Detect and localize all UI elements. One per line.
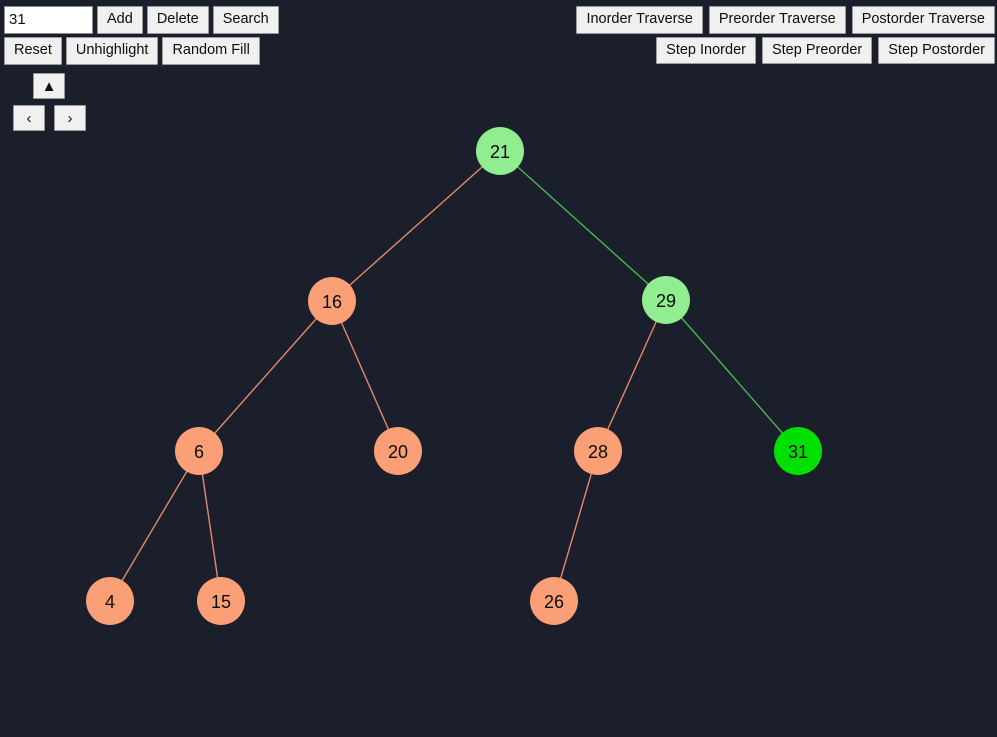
tree-edge bbox=[597, 299, 667, 452]
tree-node[interactable]: 29 bbox=[642, 276, 690, 324]
traversal-toolbar: Inorder Traverse Preorder Traverse Posto… bbox=[576, 6, 995, 64]
navigation-pad: ▲ ‹ › bbox=[4, 73, 96, 135]
search-button[interactable]: Search bbox=[212, 6, 279, 34]
random-fill-button[interactable]: Random Fill bbox=[162, 37, 260, 65]
tree-node[interactable]: 4 bbox=[86, 577, 134, 625]
add-button[interactable]: Add bbox=[97, 6, 143, 34]
toolbar-row-primary: Add Delete Search bbox=[4, 6, 279, 34]
tree-node-circle[interactable] bbox=[374, 427, 422, 475]
step-preorder-button[interactable]: Step Preorder bbox=[761, 36, 873, 64]
delete-button[interactable]: Delete bbox=[146, 6, 209, 34]
tree-node[interactable]: 26 bbox=[530, 577, 578, 625]
nav-right-icon-button[interactable]: › bbox=[54, 105, 86, 131]
inorder-traverse-button[interactable]: Inorder Traverse bbox=[576, 6, 703, 34]
tree-edge bbox=[331, 150, 501, 302]
tree-edge bbox=[109, 450, 200, 602]
tree-edge bbox=[499, 150, 667, 301]
nav-left-icon-button[interactable]: ‹ bbox=[13, 105, 45, 131]
tree-node-circle[interactable] bbox=[197, 577, 245, 625]
toolbar-row-secondary: Reset Unhighlight Random Fill bbox=[4, 37, 260, 65]
tree-edge bbox=[198, 450, 222, 602]
traversal-row-step: Step Inorder Step Preorder Step Postorde… bbox=[656, 36, 995, 64]
tree-node[interactable]: 28 bbox=[574, 427, 622, 475]
step-inorder-button[interactable]: Step Inorder bbox=[656, 36, 756, 64]
tree-node-circle[interactable] bbox=[308, 277, 356, 325]
tree-node-circle[interactable] bbox=[774, 427, 822, 475]
traversal-row-full: Inorder Traverse Preorder Traverse Posto… bbox=[576, 6, 995, 34]
tree-node[interactable]: 20 bbox=[374, 427, 422, 475]
tree-node-circle[interactable] bbox=[86, 577, 134, 625]
reset-button[interactable]: Reset bbox=[4, 37, 62, 65]
tree-edge bbox=[331, 300, 399, 452]
tree-node[interactable]: 16 bbox=[308, 277, 356, 325]
unhighlight-button[interactable]: Unhighlight bbox=[65, 37, 159, 65]
tree-node-circle[interactable] bbox=[642, 276, 690, 324]
tree-node[interactable]: 31 bbox=[774, 427, 822, 475]
tree-edges bbox=[109, 150, 799, 602]
tree-node[interactable]: 21 bbox=[476, 127, 524, 175]
tree-nodes: 21 16 29 6 20 28 31 4 15 26 bbox=[86, 127, 822, 625]
left-toolbar: Add Delete Search Reset Unhighlight Rand… bbox=[4, 6, 279, 65]
tree-node-circle[interactable] bbox=[574, 427, 622, 475]
preorder-traverse-button[interactable]: Preorder Traverse bbox=[708, 6, 846, 34]
tree-edge bbox=[553, 450, 599, 602]
postorder-traverse-button[interactable]: Postorder Traverse bbox=[851, 6, 995, 34]
tree-edge bbox=[198, 300, 333, 452]
tree-edge bbox=[665, 299, 799, 452]
tree-node[interactable]: 15 bbox=[197, 577, 245, 625]
tree-node-circle[interactable] bbox=[530, 577, 578, 625]
value-input[interactable] bbox=[4, 6, 93, 34]
nav-up-icon-button[interactable]: ▲ bbox=[33, 73, 65, 99]
tree-node-circle[interactable] bbox=[476, 127, 524, 175]
tree-node-circle[interactable] bbox=[175, 427, 223, 475]
step-postorder-button[interactable]: Step Postorder bbox=[878, 36, 995, 64]
tree-node[interactable]: 6 bbox=[175, 427, 223, 475]
